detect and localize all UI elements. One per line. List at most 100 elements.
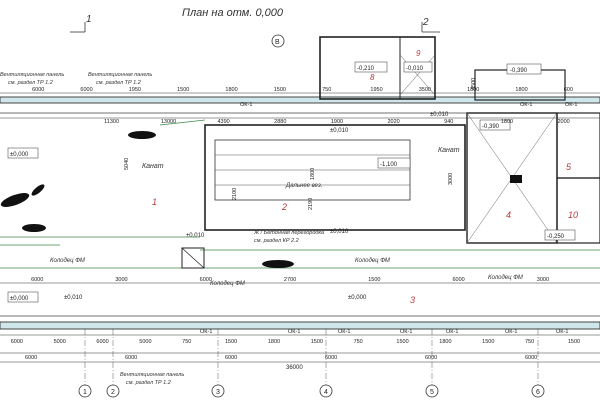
dimension-value: 6000 — [425, 355, 437, 361]
dimension-value: 1500 — [311, 339, 323, 345]
window-tag: ОК-1 — [240, 102, 252, 108]
label-kanat-left: Канат — [142, 163, 164, 170]
room-number-2: 2 — [281, 202, 287, 212]
dimension-value: 2020 — [388, 119, 400, 125]
level-mid-b: ±0,010 — [330, 128, 349, 134]
dimension-vertical-value: 4500 — [471, 78, 477, 90]
level-bottom-a: ±0,010 — [64, 295, 83, 301]
axis-b-label: В — [275, 39, 280, 46]
dimension-value: 6000 — [11, 339, 23, 345]
plan-title: План на отм. 0,000 — [182, 7, 284, 19]
level-center: ±0,010 — [186, 233, 205, 239]
window-tag: ОК-1 — [505, 329, 517, 335]
dimension-value: 13000 — [161, 119, 176, 125]
room-number-10: 10 — [568, 210, 578, 220]
axis-marker-label: 5 — [430, 389, 434, 396]
well-label-3: Колодец ФМ — [355, 258, 390, 264]
level-tag-left-a — [7, 147, 39, 159]
level-room8: -0,210 — [357, 66, 375, 72]
dimension-vertical-value: 1800 — [310, 168, 316, 180]
section-label-1: 1 — [86, 14, 92, 25]
pipeline-lines — [0, 119, 600, 269]
window-tag: ОК-1 — [400, 329, 412, 335]
dimension-value: 1950 — [370, 87, 382, 93]
axis-marker-label: 4 — [324, 389, 328, 396]
dimension-value: 750 — [354, 339, 363, 345]
vent-panel-bottom-label: Вентиляционная панель — [120, 372, 184, 378]
room-2-outline — [204, 124, 466, 231]
dimension-value: 1500 — [274, 87, 286, 93]
vent-panel-1-label: Вентиляционная панель — [0, 72, 64, 78]
dimension-value: 6000 — [80, 87, 92, 93]
level-top-right: -0,390 — [510, 68, 528, 74]
dimension-value: 5000 — [54, 339, 66, 345]
dimension-value: 6000 — [31, 277, 43, 283]
level-mid-c: ±0,010 — [330, 229, 349, 235]
axis-marker-label: 1 — [83, 389, 87, 396]
dimension-value: 5000 — [139, 339, 151, 345]
well-label-2: Колодец ФМ — [210, 281, 245, 287]
level-left-b: ±0,000 — [10, 296, 29, 302]
level-mid-d: ±0,010 — [430, 112, 449, 118]
window-tag: ОК-1 — [565, 102, 577, 108]
section-label-2: 2 — [422, 17, 429, 28]
dimension-value: 6000 — [325, 355, 337, 361]
vent-panel-bottom-ref: см. раздел ТР 1.2 — [126, 380, 171, 386]
concrete-note: Ж / Бетонная перегородка — [253, 230, 324, 236]
level-right-a: -0,390 — [482, 124, 500, 130]
room-number-3: 3 — [410, 295, 415, 305]
dimension-vertical-value: 2100 — [232, 188, 238, 200]
label-dalnyi-vez: Дальнее вез. — [285, 183, 322, 189]
level-tag-room8 — [354, 61, 388, 73]
level-left-a: ±0,000 — [10, 152, 29, 158]
room-9-diag-b — [399, 54, 436, 96]
window-tag: ОК-1 — [338, 329, 350, 335]
dimension-vertical-value: 2190 — [308, 198, 314, 210]
room-top-right-outline — [474, 69, 566, 101]
dimension-value: 6000 — [225, 355, 237, 361]
level-tag-room9 — [403, 61, 433, 73]
dimension-value: 3000 — [537, 277, 549, 283]
axis-marker-label: 6 — [536, 389, 540, 396]
dimension-value: 2880 — [274, 119, 286, 125]
dimension-value: 1500 — [482, 339, 494, 345]
dimension-lines — [0, 92, 600, 363]
well-label-1: Колодец ФМ — [50, 258, 85, 264]
equipment-box — [181, 247, 205, 269]
level-tag-mid-a — [377, 157, 411, 169]
dimension-value: 6000 — [200, 277, 212, 283]
window-tag: ОК-1 — [520, 102, 532, 108]
dimension-value: 750 — [322, 87, 331, 93]
dimension-value: 1950 — [129, 87, 141, 93]
dimension-vertical-value: 5040 — [124, 158, 130, 170]
dimension-value: 6000 — [32, 87, 44, 93]
dimension-value: 1500 — [396, 339, 408, 345]
dimension-value: 750 — [182, 339, 191, 345]
dimension-value: 1800 — [225, 87, 237, 93]
dimension-value: 6000 — [453, 277, 465, 283]
axis-marker-label: 3 — [216, 389, 220, 396]
dimension-value: 3000 — [115, 277, 127, 283]
level-tag-right-a — [479, 119, 511, 131]
level-room9: -0,010 — [406, 66, 424, 72]
dimension-value: 1800 — [467, 87, 479, 93]
dimension-value: 1900 — [331, 119, 343, 125]
dimension-value: 750 — [525, 339, 534, 345]
dimension-value: 4390 — [218, 119, 230, 125]
dimension-value: 6000 — [525, 355, 537, 361]
room-number-4: 4 — [506, 210, 511, 220]
level-tag-top-right — [506, 63, 542, 75]
axis-b-marker — [271, 34, 285, 48]
dimension-value: 6000 — [125, 355, 137, 361]
north-wall — [0, 96, 600, 104]
room-number-9: 9 — [416, 49, 421, 58]
room-number-5: 5 — [566, 162, 572, 172]
dimension-value: 1500 — [568, 339, 580, 345]
dimension-value: 1800 — [515, 87, 527, 93]
dimension-value: 1800 — [439, 339, 451, 345]
